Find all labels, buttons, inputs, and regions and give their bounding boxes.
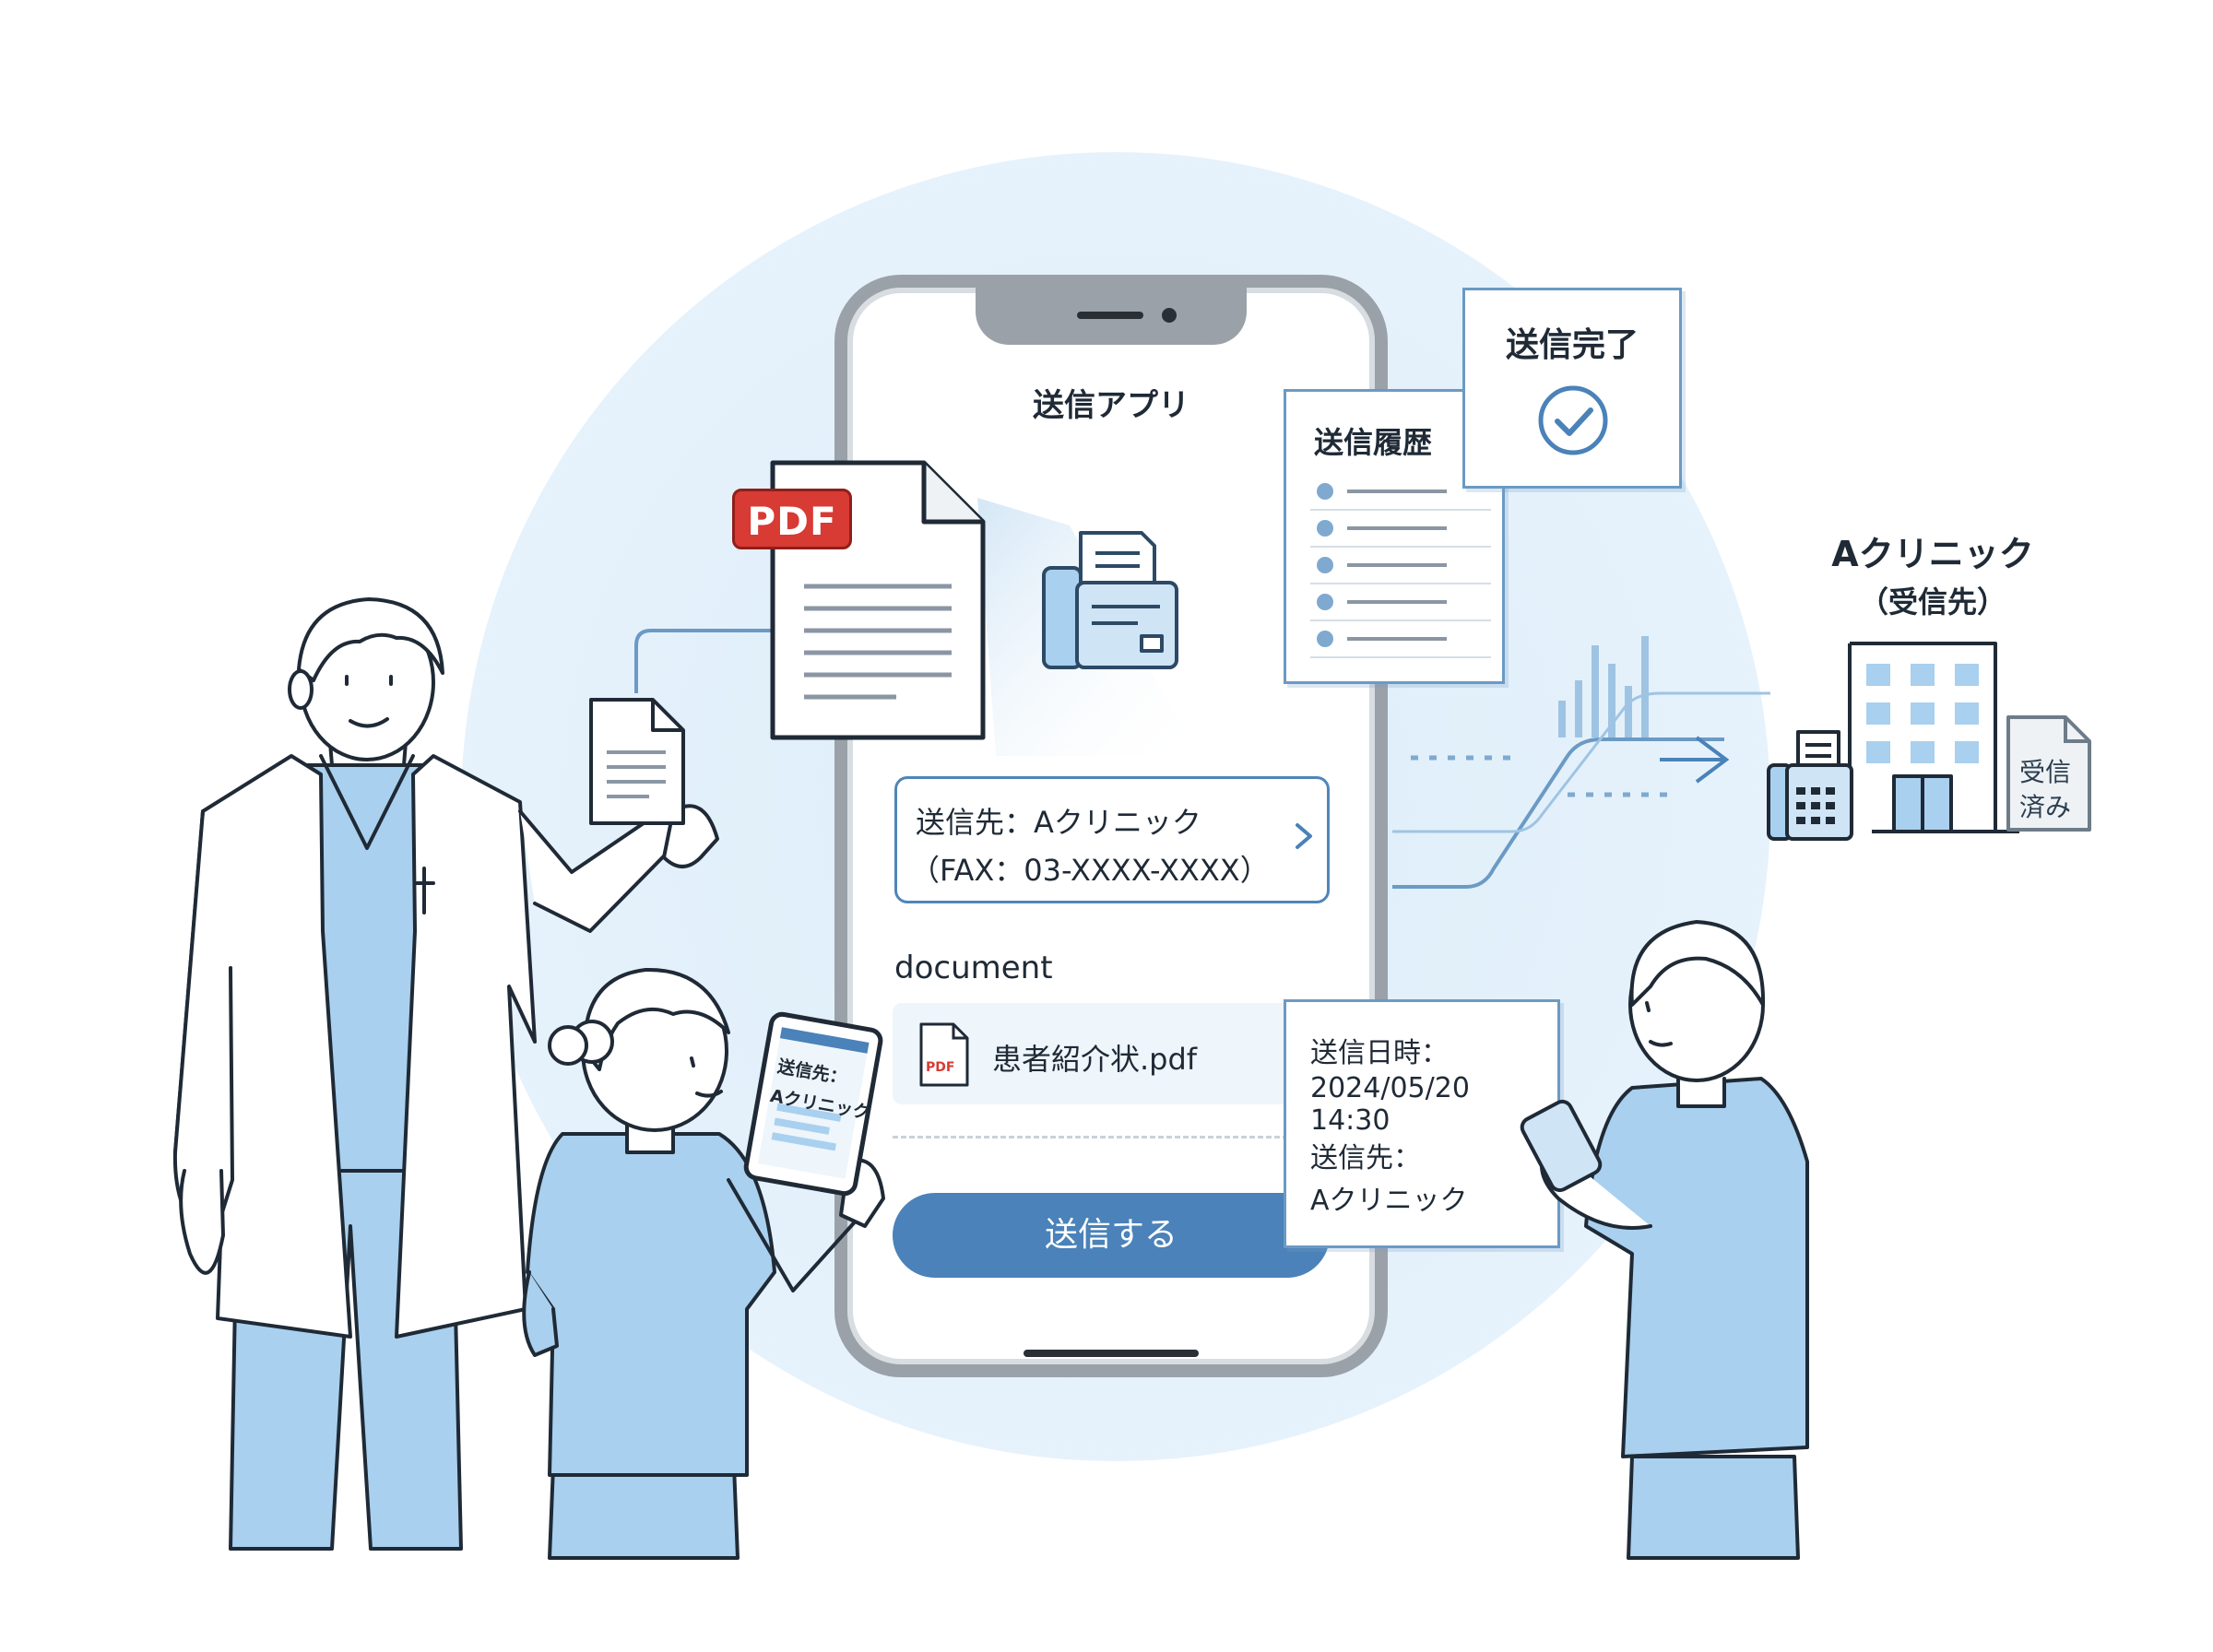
app-title: 送信アプリ [1033, 387, 1189, 424]
doctor-figure [172, 597, 719, 1551]
tablet-device-icon [743, 1011, 883, 1197]
divider [893, 1136, 1330, 1139]
history-title: 送信履歴 [1314, 425, 1433, 460]
clinic-building-icon [1767, 642, 2019, 841]
recipient-fax: （FAX：03-XXXX-XXXX） [910, 853, 1270, 888]
phone-speaker [1077, 312, 1143, 319]
pdf-badge: PDF [732, 489, 852, 549]
pdf-file-badge: PDF [926, 1060, 955, 1075]
received-status-line2: 済み [2019, 792, 2072, 822]
received-document-icon [2006, 715, 2091, 832]
log-recipient-label: 送信先： [1310, 1142, 1421, 1174]
clinic-subtitle: （受信先） [1858, 584, 2006, 620]
fax-machine-icon [1042, 531, 1178, 669]
signal-bars [1558, 636, 1649, 738]
document-selector[interactable]: PDF 患者紹介状.pdf [893, 1003, 1302, 1104]
chevron-right-icon [1296, 823, 1312, 849]
log-recipient-value: Aクリニック [1310, 1185, 1468, 1217]
send-log-card: 送信日時： 2024/05/20 14:30 送信先： Aクリニック [1284, 999, 1560, 1248]
history-item-dot [1317, 483, 1333, 500]
clinic-name: Aクリニック [1831, 534, 2034, 574]
history-list [1310, 483, 1491, 658]
handheld-document-icon [589, 698, 685, 825]
history-item-dot [1317, 557, 1333, 573]
home-indicator [1024, 1350, 1199, 1357]
check-circle-icon [1538, 385, 1608, 455]
log-datetime-label: 送信日時： [1310, 1037, 1449, 1069]
log-datetime-value: 2024/05/20 14:30 [1310, 1072, 1470, 1137]
send-history-card: 送信履歴 [1284, 389, 1505, 684]
document-section-label: document [894, 950, 1053, 986]
history-item-dot [1317, 594, 1333, 610]
history-item-dot [1317, 520, 1333, 537]
send-complete-card: 送信完了 [1462, 288, 1682, 489]
document-file-name: 患者紹介状.pdf [992, 1042, 1198, 1077]
history-item-dot [1317, 631, 1333, 647]
nurse-with-tablet-figure [522, 967, 885, 1560]
phone-camera [1162, 308, 1177, 323]
recipient-label: 送信先：Aクリニック [916, 805, 1201, 840]
recipient-selector[interactable]: 送信先：Aクリニック （FAX：03-XXXX-XXXX） [894, 776, 1330, 903]
pdf-file-icon [919, 1022, 969, 1087]
nurse-with-phone-figure [1520, 920, 1809, 1560]
send-button[interactable]: 送信する [893, 1193, 1330, 1278]
complete-title: 送信完了 [1505, 326, 1639, 364]
received-status-line1: 受信 [2019, 757, 2072, 787]
